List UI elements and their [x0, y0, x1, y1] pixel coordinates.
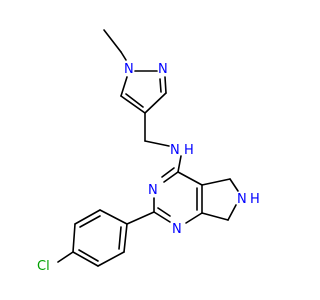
atom-label-pyrazole-n2: N — [158, 62, 168, 77]
bond-phenyl-cl — [57, 251, 74, 263]
bond-phenyl-4-5 — [72, 251, 99, 267]
bond-phenyl-6-1-double — [118, 226, 122, 250]
bond-pyrazole-n2-c3-double — [159, 78, 162, 93]
atom-label-pyrroline-h: H — [250, 192, 260, 207]
atom-label-chlorine: Cl — [37, 259, 50, 274]
bond-phenyl-4-5-double — [78, 249, 99, 262]
bond-pyrimidine-c4a-c4 — [177, 171, 203, 186]
bond-pyrazole-c4-c5 — [120, 95, 146, 114]
bond-phenyl-1-2 — [99, 209, 128, 225]
atom-label-amine-h: H — [184, 143, 194, 158]
bond-pyrroline-c5-n6 — [229, 178, 239, 192]
bond-phenyl-3-4 — [72, 223, 76, 253]
bond-pyrimidine-c4-n3-double — [161, 167, 175, 178]
atom-label-pyrimidine-n3: N — [148, 183, 158, 198]
bond-pyrazole-c4-c5-double — [125, 93, 144, 108]
atom-label-amine-n: N — [170, 143, 180, 158]
bond-ch2-nh — [144, 140, 170, 147]
bond-pyrazole-c3-c4 — [144, 92, 167, 114]
bond-pyrimidine-c2-n1 — [153, 211, 171, 223]
bond-pyrroline-c4a-c5 — [201, 178, 231, 186]
bond-phenyl-2-3-double — [79, 215, 101, 228]
atom-label-pyrazole-n1: N — [124, 62, 134, 77]
bond-nh-c4 — [177, 155, 182, 173]
atom-label-pyrimidine-n1: N — [172, 222, 182, 237]
bond-ethyl-ch2 — [120, 51, 127, 61]
bond-pyrroline-c7-c7a — [201, 212, 229, 221]
bond-phenyl-2-3 — [74, 209, 101, 225]
bond-ethyl-ch3 — [103, 29, 122, 53]
atom-label-pyrroline-n: N — [237, 192, 247, 207]
bond-pyrimidine-n1-c7a — [185, 212, 203, 224]
bond-pyrimidine-c2-n1-double — [157, 207, 171, 217]
bond-pyrazole-c5-n1 — [120, 76, 128, 97]
bond-phenyl-6-1 — [123, 223, 128, 253]
bond-pyrroline-n6-c7 — [227, 204, 237, 221]
bond-pyrimidine-c4-n3 — [163, 171, 179, 183]
molecule-structure-diagram: N N N H N N N H Cl — [37, 29, 260, 274]
bond-phenyl-5-6 — [97, 251, 125, 267]
bond-pyrimidine-aryl — [126, 211, 155, 225]
bond-pyrazole-n2-c3 — [164, 76, 167, 94]
